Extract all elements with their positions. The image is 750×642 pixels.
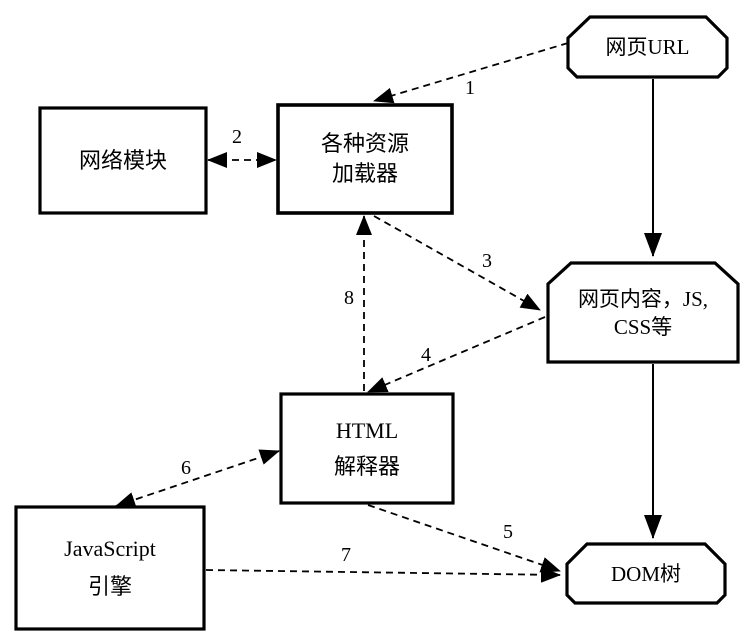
edge-6-arrow <box>115 449 280 508</box>
html-interpreter-box <box>279 392 455 505</box>
web-content-box <box>546 261 740 364</box>
edge-3-arrow <box>373 215 541 311</box>
network-module-box <box>38 106 208 215</box>
edge-1-arrow <box>373 42 569 104</box>
edge-5-arrow <box>367 504 561 573</box>
web-url-box <box>566 15 729 79</box>
dom-tree-box <box>565 542 727 605</box>
resource-loaders-box <box>276 103 454 215</box>
edge-4-arrow <box>367 316 546 393</box>
js-engine-box <box>14 505 206 631</box>
edge-7-arrow <box>205 566 561 583</box>
